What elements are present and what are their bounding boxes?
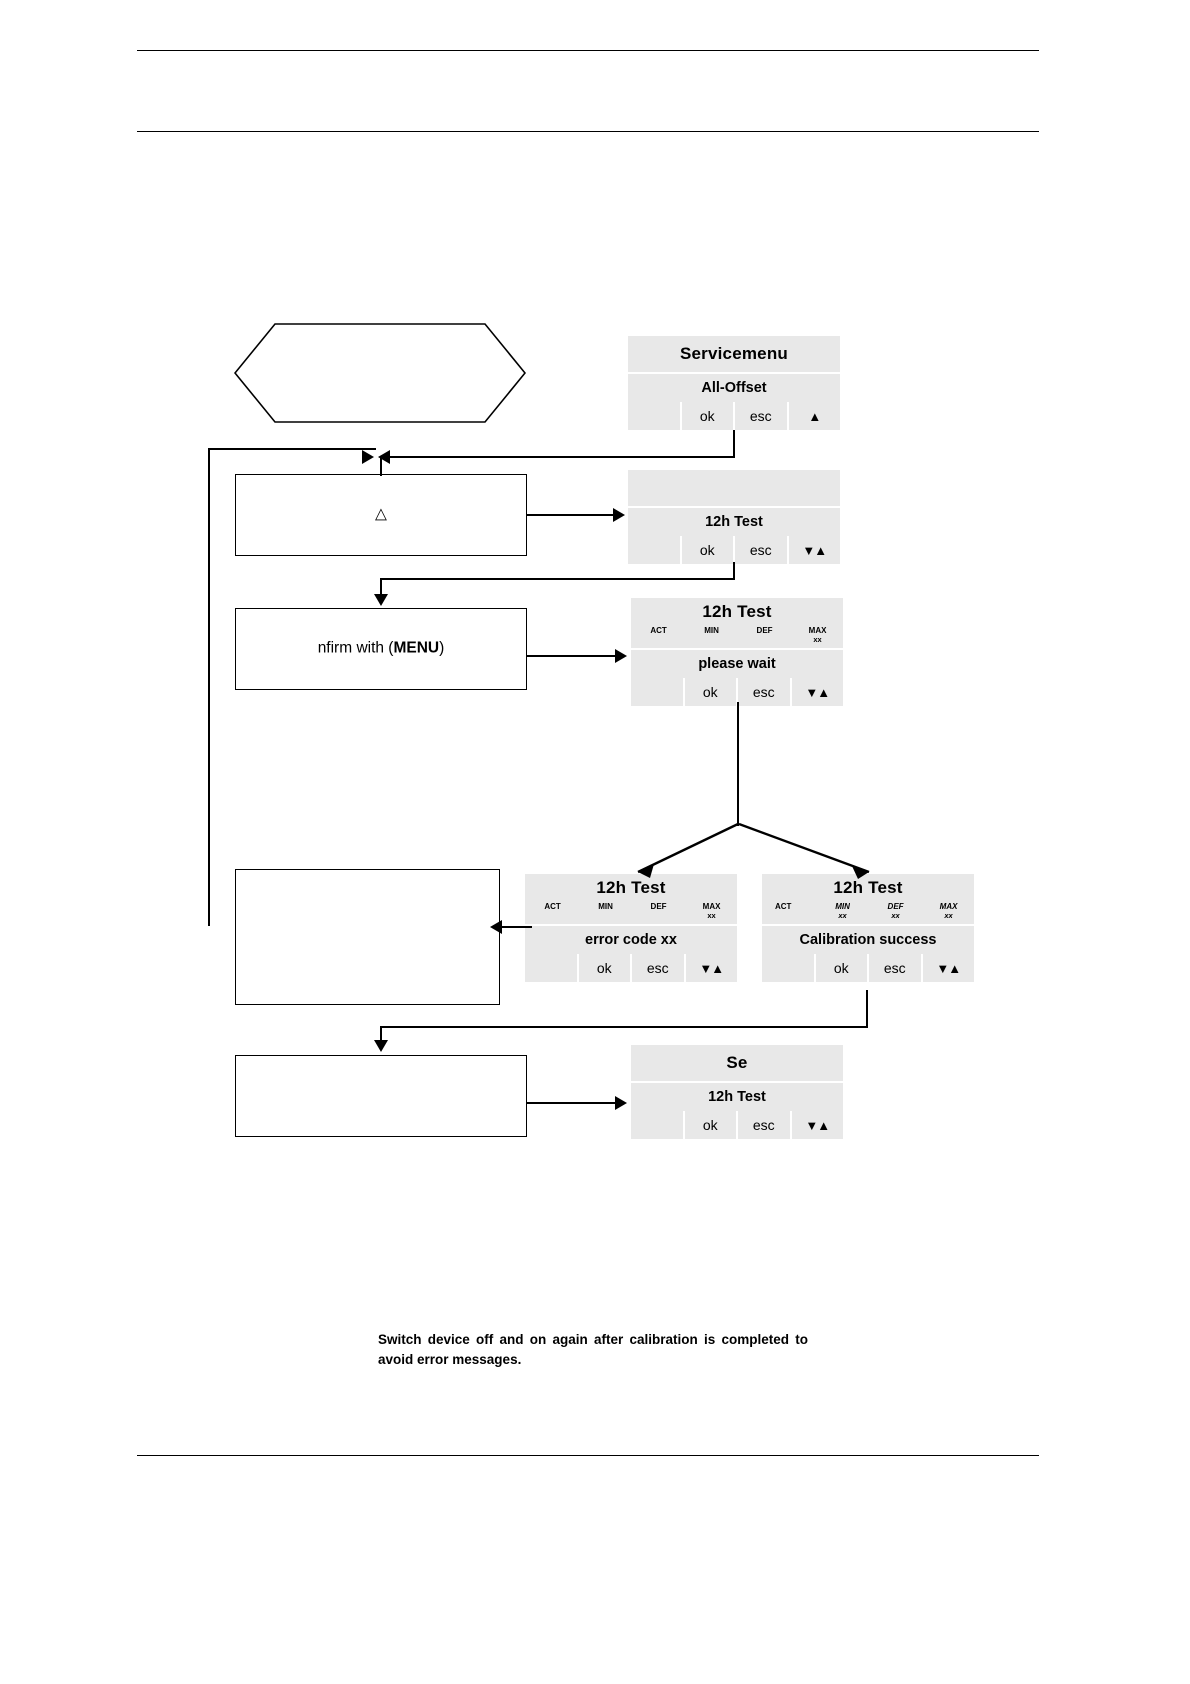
please-wait-button-ok[interactable]: ok [684,678,736,706]
calibration-success-display: 12h Test ACT MIN xx DEF xx MAX xx Calibr… [762,874,974,982]
connector-lcd2-down [733,562,735,580]
please-wait-display: 12h Test ACT MIN DEF MAX xx please wait … [631,598,843,706]
error-code-button-ok[interactable]: ok [578,954,630,982]
connector-lcd2-to-confirm [380,578,382,596]
please-wait-col-min: MIN [704,626,719,635]
12h-test-button-ok[interactable]: ok [681,536,733,564]
calibration-success-col-def: DEF xx [887,902,904,921]
calibration-success-button-ok[interactable]: ok [815,954,867,982]
connector-servicemenu-left [390,456,735,458]
connector-warning-to-lcd2 [527,514,615,516]
calibration-success-col-act: ACT [774,902,792,911]
connector-junction-down [380,456,382,476]
please-wait-button-updown[interactable]: ▼▲ [791,678,843,706]
connector-error-return-top [208,448,376,450]
12h-test-buttons: ok esc ▼▲ [628,536,840,564]
connector-error-return-vertical [208,448,210,926]
connector-errorcode-left [502,926,532,928]
connector-lcd2-left [380,578,735,580]
calibration-success-col-max: MAX xx [939,902,958,921]
service-exit-buttons: ok esc ▼▲ [631,1111,843,1139]
calibration-note: Switch device off and on again after cal… [378,1332,808,1367]
12h-test-title [628,470,840,506]
service-exit-message: 12h Test [631,1083,843,1111]
calibration-success-title: 12h Test [762,874,974,902]
error-code-button-updown[interactable]: ▼▲ [685,954,737,982]
error-handling-box [235,869,500,1005]
12h-test-button-esc[interactable]: esc [735,536,787,564]
confirm-box: nfirm with (MENU) [235,608,527,690]
header-rule-top [137,50,1039,51]
please-wait-col-act: ACT [650,626,667,635]
servicemenu-button-ok[interactable]: ok [681,402,733,430]
service-exit-button-updown[interactable]: ▼▲ [791,1111,843,1139]
please-wait-message: please wait [631,650,843,678]
service-exit-button-ok[interactable]: ok [684,1111,736,1139]
arrow-to-junction-right [362,450,374,464]
calibration-success-button-blank[interactable] [762,954,814,982]
service-exit-display: Se 12h Test ok esc ▼▲ [631,1045,843,1139]
error-code-display: 12h Test ACT MIN DEF MAX xx error code x… [525,874,737,982]
branch-right-line [735,820,885,882]
service-exit-button-blank[interactable] [631,1111,683,1139]
12h-test-message: 12h Test [628,508,840,536]
error-code-title: 12h Test [525,874,737,902]
calibration-success-col-min: MIN xx [835,902,850,921]
connector-success-to-final [380,1026,382,1042]
error-code-button-esc[interactable]: esc [632,954,684,982]
calibration-success-button-esc[interactable]: esc [869,954,921,982]
error-code-columns: ACT MIN DEF MAX xx [525,902,737,924]
arrow-to-final-box [374,1040,388,1052]
warning-box-label: △ [375,505,387,523]
arrow-final-to-lcd6 [615,1096,627,1110]
error-code-message: error code xx [525,926,737,954]
please-wait-button-blank[interactable] [631,678,683,706]
servicemenu-buttons: ok esc ▲ [628,402,840,430]
warning-box: △ [235,474,527,556]
calibration-success-buttons: ok esc ▼▲ [762,954,974,982]
calibration-success-button-updown[interactable]: ▼▲ [922,954,974,982]
servicemenu-button-blank[interactable] [628,402,680,430]
arrow-to-confirm-box [374,594,388,606]
error-code-col-def: DEF [650,902,667,911]
arrow-confirm-to-lcd3 [615,649,627,663]
arrow-errorcode-to-box [490,920,502,934]
connector-lcd3-down [737,702,739,826]
arrow-warning-to-lcd2 [613,508,625,522]
connector-success-left [380,1026,868,1028]
flow-start-shape [234,323,526,423]
header-rule-bottom [137,131,1039,132]
connector-final-to-lcd6 [527,1102,617,1104]
servicemenu-display: Servicemenu All-Offset ok esc ▲ [628,336,840,430]
error-code-col-max: MAX xx [702,902,721,921]
servicemenu-button-esc[interactable]: esc [735,402,787,430]
please-wait-col-def: DEF [756,626,773,635]
error-code-button-blank[interactable] [525,954,577,982]
connector-servicemenu-down [733,430,735,458]
12h-test-display: 12h Test ok esc ▼▲ [628,470,840,564]
footer-rule [137,1455,1039,1456]
connector-success-down [866,990,868,1028]
calibration-success-message: Calibration success [762,926,974,954]
please-wait-buttons: ok esc ▼▲ [631,678,843,706]
please-wait-title: 12h Test [631,598,843,626]
please-wait-button-esc[interactable]: esc [738,678,790,706]
branch-left-line [620,820,750,882]
servicemenu-button-up[interactable]: ▲ [788,402,840,430]
error-code-col-min: MIN [598,902,613,911]
service-exit-title: Se [631,1045,843,1081]
error-code-buttons: ok esc ▼▲ [525,954,737,982]
servicemenu-message: All-Offset [628,374,840,402]
calibration-success-columns: ACT MIN xx DEF xx MAX xx [762,902,974,924]
connector-confirm-to-lcd3 [527,655,617,657]
final-box [235,1055,527,1137]
12h-test-button-blank[interactable] [628,536,680,564]
12h-test-button-updown[interactable]: ▼▲ [788,536,840,564]
confirm-box-label: nfirm with (MENU) [317,639,445,657]
error-code-col-act: ACT [544,902,561,911]
please-wait-col-max: MAX xx [808,626,827,645]
please-wait-columns: ACT MIN DEF MAX xx [631,626,843,648]
service-exit-button-esc[interactable]: esc [738,1111,790,1139]
servicemenu-title: Servicemenu [628,336,840,372]
